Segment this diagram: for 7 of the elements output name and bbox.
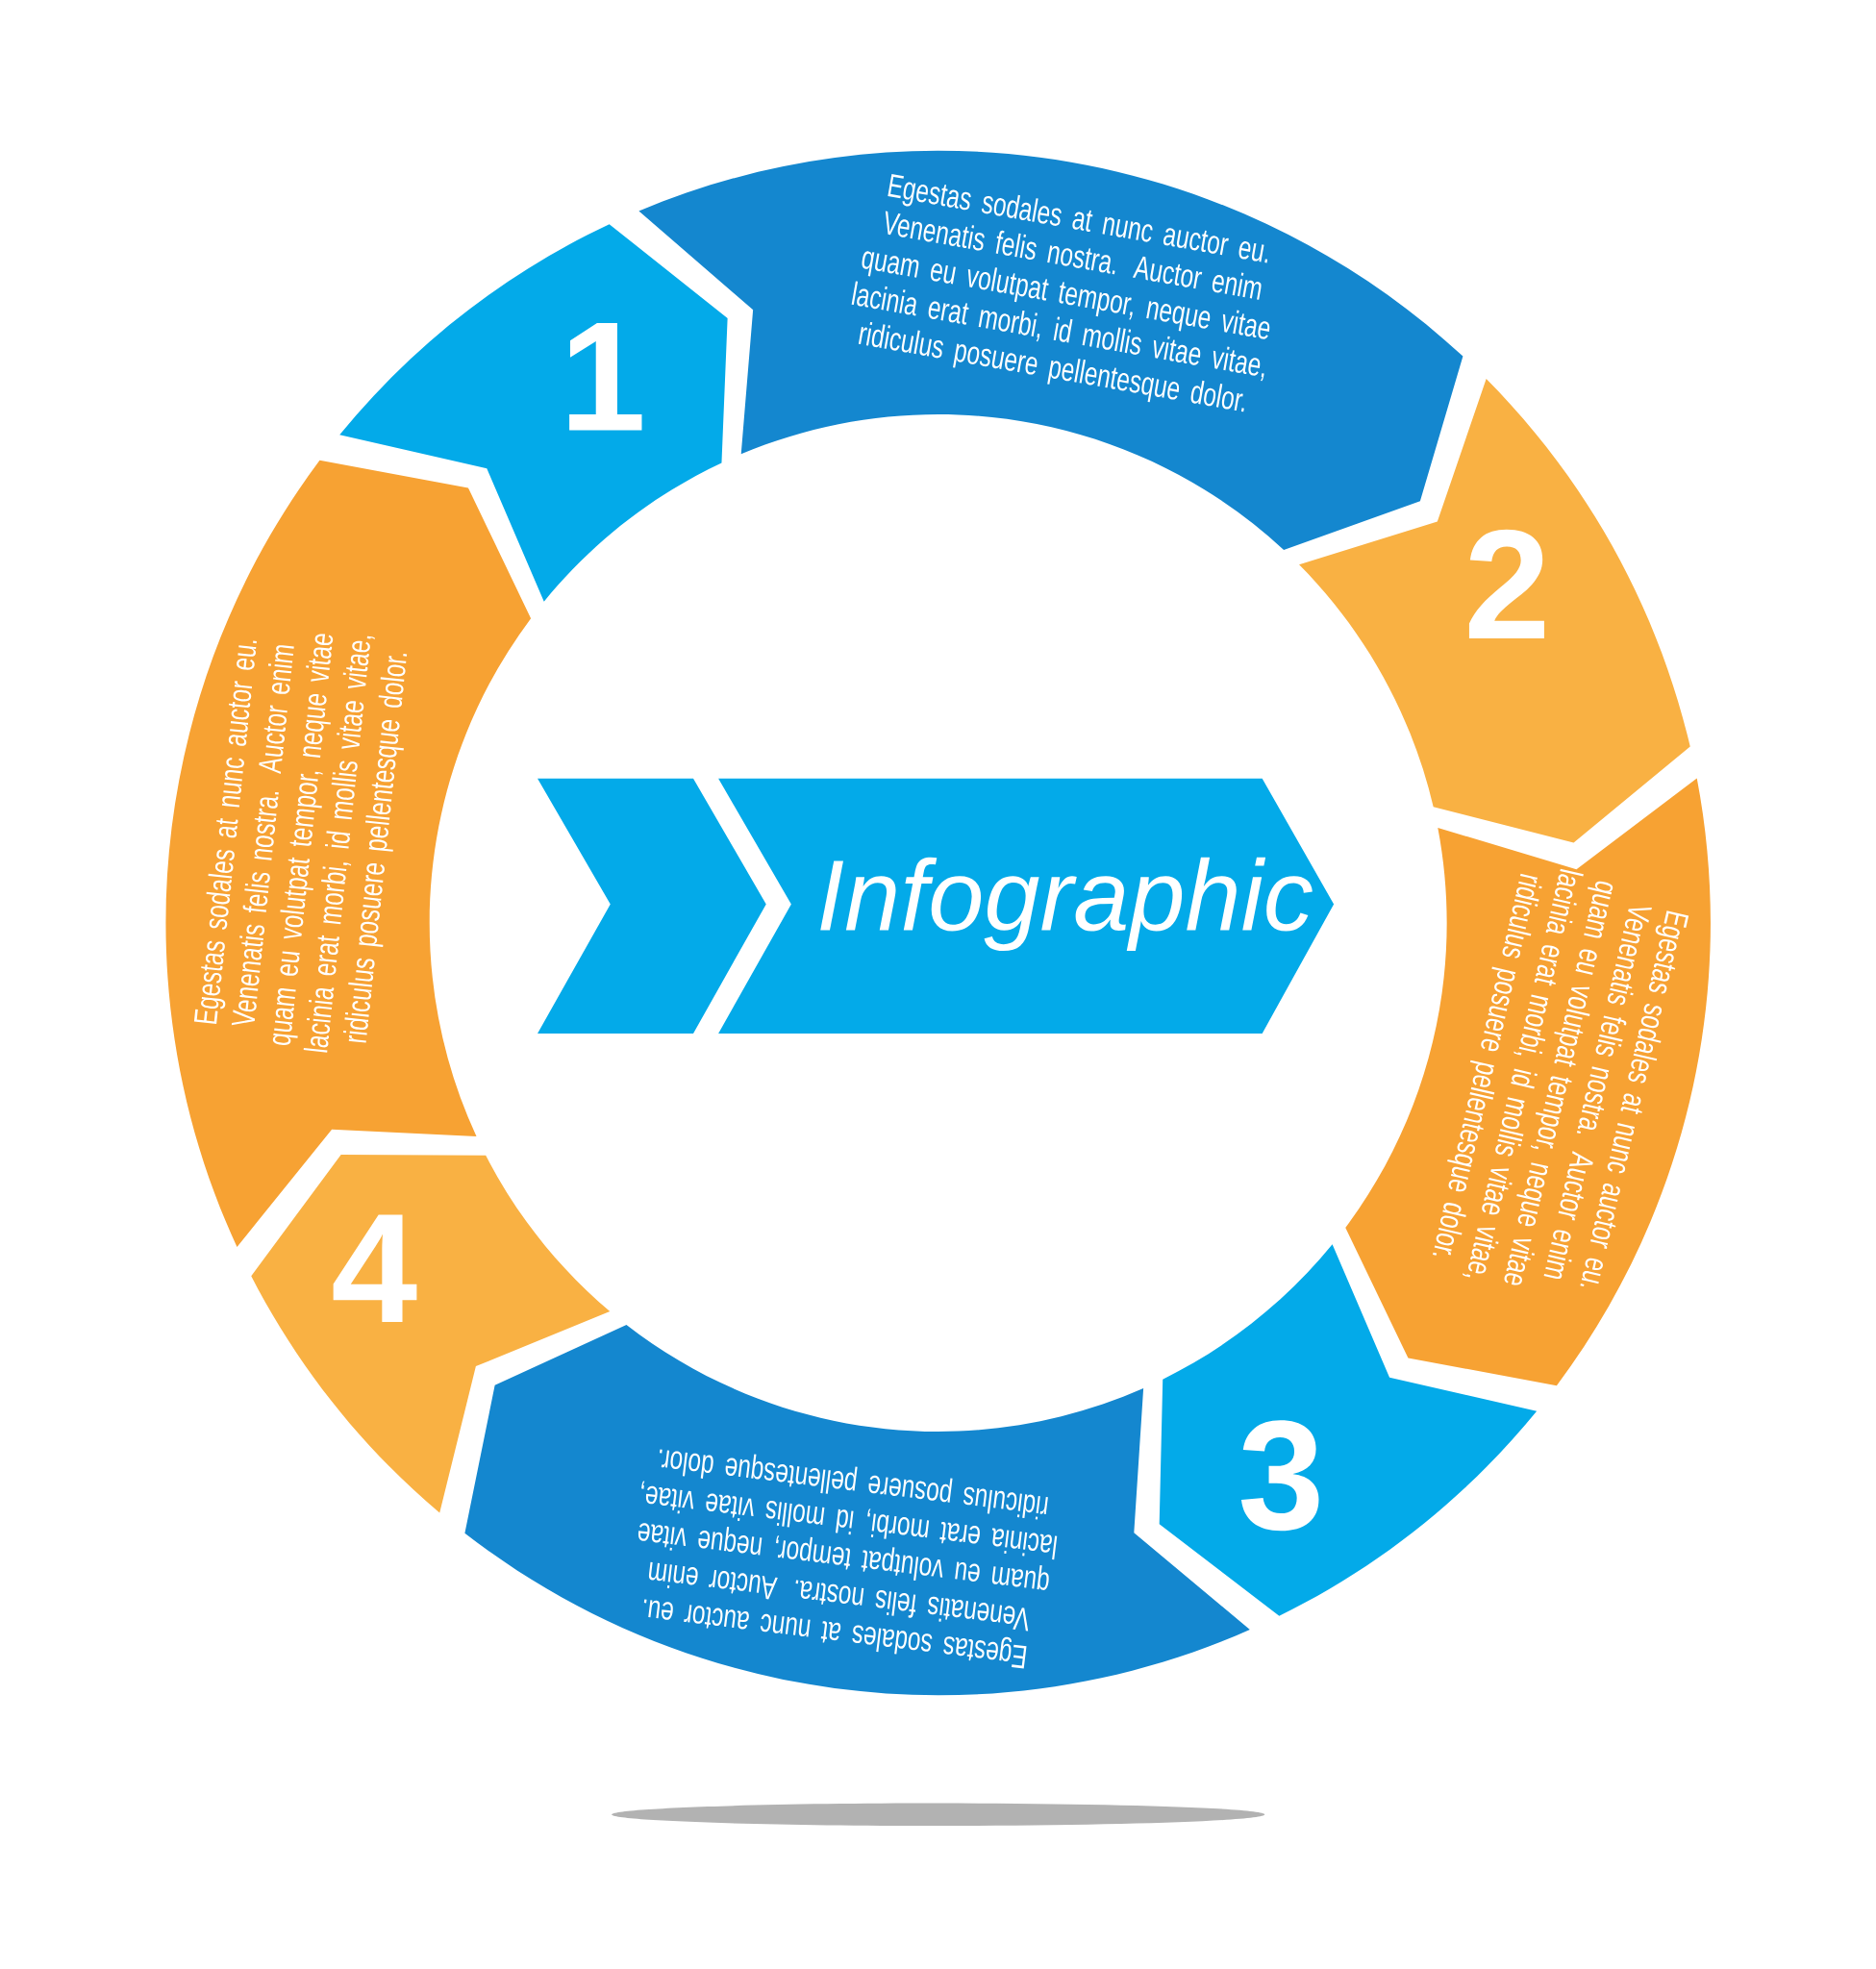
chevron-banner: Infographic bbox=[717, 778, 1334, 1034]
arrow-band: Egestas sodales at nunc auctor eu. Venenatis felis nostra. Auctor enim quam eu volutpat tempor, neque vitae lacinia erat morbi, id mollis vitae vitae, ridiculus posuere pellentesque dolor. bbox=[1345, 778, 1711, 1386]
number-tab: 2 bbox=[1298, 379, 1690, 843]
node-label: Infographic bbox=[820, 857, 1313, 952]
chevron-shape bbox=[537, 778, 766, 1034]
number-tab: 1 bbox=[339, 224, 728, 602]
number-tab: 4 bbox=[251, 1154, 611, 1513]
